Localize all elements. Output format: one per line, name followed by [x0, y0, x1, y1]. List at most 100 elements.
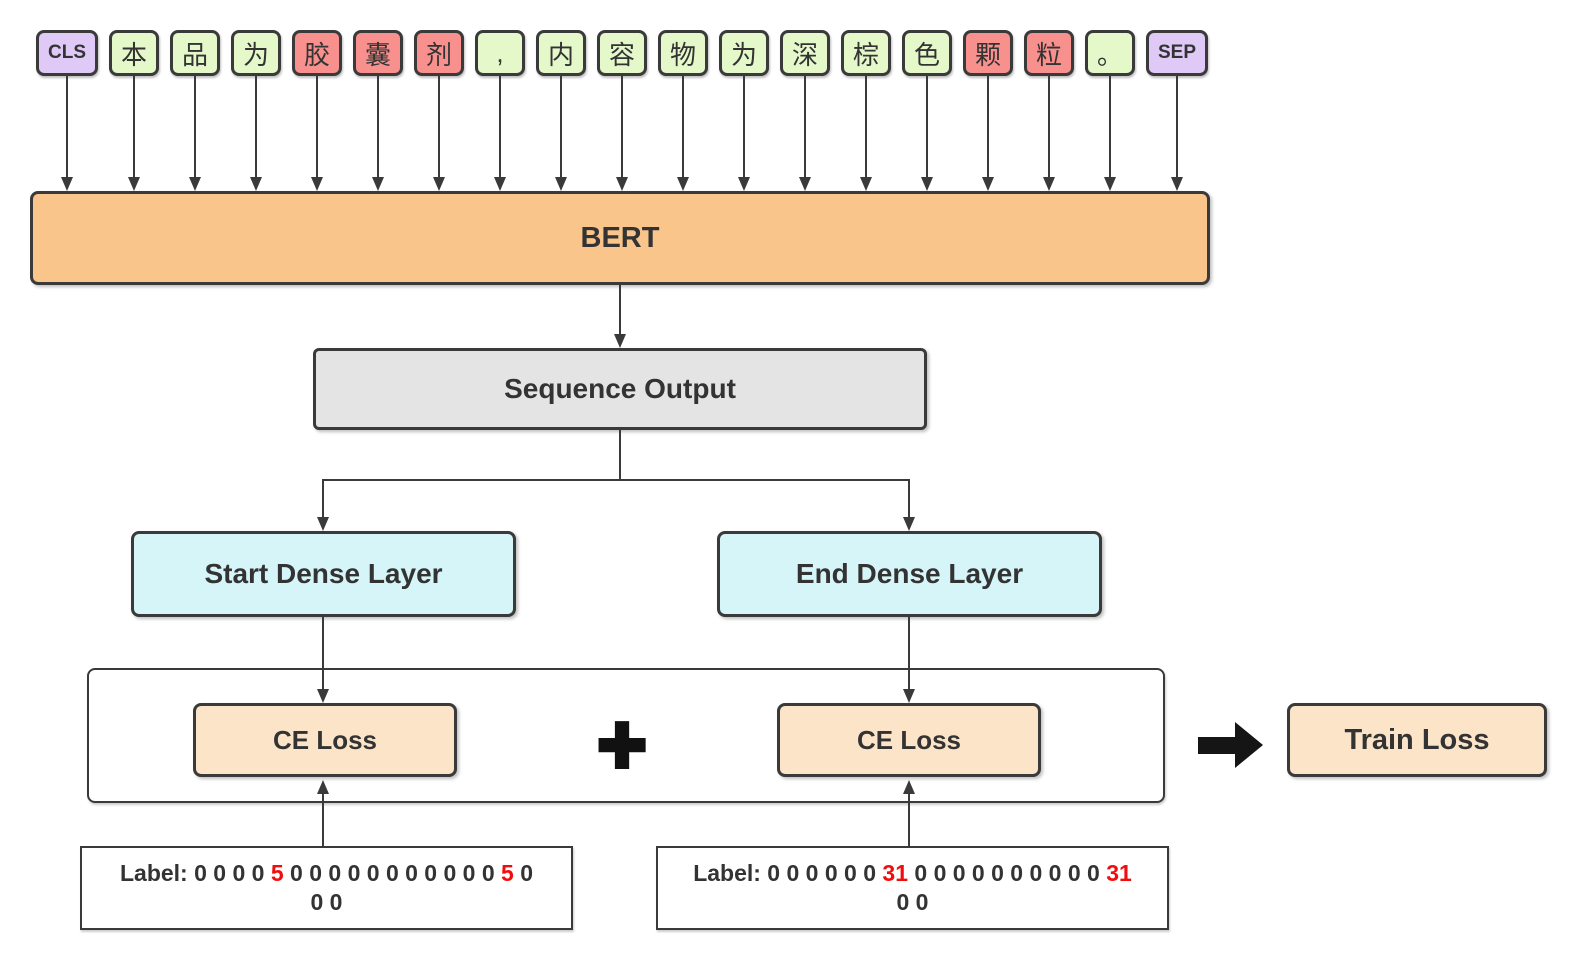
token-box: 深	[780, 30, 830, 76]
token-box: 色	[902, 30, 952, 76]
end-label-line2: 0 0	[896, 889, 929, 915]
token-cell-CLS: CLS	[36, 30, 98, 191]
token-arrow-line	[987, 76, 989, 177]
token-arrow-line	[743, 76, 745, 177]
split-drop-right-line	[908, 479, 910, 517]
token-box: CLS	[36, 30, 98, 76]
label-text: 0	[513, 860, 534, 887]
end-label-to-ce-line	[908, 794, 910, 846]
start-label-to-ce-arrowhead	[317, 780, 329, 794]
token-box: 品	[170, 30, 220, 76]
label-text: 0 0 0 0 0 0 0 0 0 0	[908, 860, 1107, 887]
token-arrowhead	[61, 177, 73, 191]
token-cell-深: 深	[780, 30, 830, 191]
token-box: 内	[536, 30, 586, 76]
token-cell-品: 品	[170, 30, 220, 191]
token-arrow-line	[865, 76, 867, 177]
end-label-box: Label: 0 0 0 0 0 0 31 0 0 0 0 0 0 0 0 0 …	[656, 846, 1169, 930]
token-box: 棕	[841, 30, 891, 76]
token-arrow-line	[560, 76, 562, 177]
start-dense-to-ce-arrowhead	[317, 689, 329, 703]
token-box: 本	[109, 30, 159, 76]
split-drop-left-arrowhead	[317, 517, 329, 531]
token-arrow-line	[682, 76, 684, 177]
token-arrowhead	[372, 177, 384, 191]
token-cell-剂: 剂	[414, 30, 464, 191]
label-highlight-value: 31	[1106, 860, 1132, 887]
token-arrowhead	[1171, 177, 1183, 191]
split-drop-left-line	[322, 479, 324, 517]
token-arrowhead	[738, 177, 750, 191]
token-arrow-line	[499, 76, 501, 177]
label-highlight-value: 5	[270, 860, 284, 887]
token-arrow-line	[194, 76, 196, 177]
end-label-line1: Label: 0 0 0 0 0 0 31 0 0 0 0 0 0 0 0 0 …	[693, 859, 1132, 888]
token-box: SEP	[1146, 30, 1208, 76]
token-cell-粒: 粒	[1024, 30, 1074, 191]
label-text: 0 0 0 0 0 0 0 0 0 0 0	[283, 860, 502, 887]
end-dense-to-ce-arrowhead	[903, 689, 915, 703]
bert-box: BERT	[30, 191, 1210, 285]
token-cell-为: 为	[719, 30, 769, 191]
label-highlight-value: 31	[882, 860, 908, 887]
sequence-split-bar	[322, 479, 910, 481]
end-dense-layer-box: End Dense Layer	[717, 531, 1102, 617]
token-arrow-line	[133, 76, 135, 177]
sequence-split-riser	[619, 430, 621, 480]
token-box: 物	[658, 30, 708, 76]
start-label-box: Label: 0 0 0 0 5 0 0 0 0 0 0 0 0 0 0 0 5…	[80, 846, 573, 930]
ce-loss-end-box: CE Loss	[777, 703, 1041, 777]
token-arrow-line	[1048, 76, 1050, 177]
token-arrowhead	[982, 177, 994, 191]
token-arrow-line	[438, 76, 440, 177]
token-box: 颗	[963, 30, 1013, 76]
token-cell-囊: 囊	[353, 30, 403, 191]
token-box: 粒	[1024, 30, 1074, 76]
token-arrow-line	[255, 76, 257, 177]
start-dense-to-ce-line	[322, 617, 324, 689]
train-loss-box: Train Loss	[1287, 703, 1547, 777]
token-box: 剂	[414, 30, 464, 76]
token-box: 容	[597, 30, 647, 76]
token-box: 为	[719, 30, 769, 76]
token-arrowhead	[433, 177, 445, 191]
label-text: Label: 0 0 0 0 0 0	[693, 860, 883, 887]
token-box: ,	[475, 30, 525, 76]
token-arrowhead	[128, 177, 140, 191]
start-dense-layer-box: Start Dense Layer	[131, 531, 516, 617]
token-cell-,: ,	[475, 30, 525, 191]
token-arrow-line	[926, 76, 928, 177]
token-arrow-line	[377, 76, 379, 177]
token-box: 胶	[292, 30, 342, 76]
token-arrowhead	[860, 177, 872, 191]
token-arrow-line	[621, 76, 623, 177]
token-cell-容: 容	[597, 30, 647, 191]
split-drop-right-arrowhead	[903, 517, 915, 531]
token-arrowhead	[616, 177, 628, 191]
token-cell-。: 。	[1085, 30, 1135, 191]
token-cell-颗: 颗	[963, 30, 1013, 191]
bert-to-sequence-arrowhead	[614, 334, 626, 348]
start-label-line2: 0 0	[310, 889, 343, 915]
token-arrowhead	[189, 177, 201, 191]
start-label-line1: Label: 0 0 0 0 5 0 0 0 0 0 0 0 0 0 0 0 5…	[120, 859, 533, 888]
token-cell-胶: 胶	[292, 30, 342, 191]
token-cell-棕: 棕	[841, 30, 891, 191]
token-box: 为	[231, 30, 281, 76]
token-arrow-line	[1176, 76, 1178, 177]
token-arrowhead	[677, 177, 689, 191]
plus-operator: +	[595, 694, 649, 793]
bert-to-sequence-line	[619, 285, 621, 334]
token-arrow-line	[66, 76, 68, 177]
token-cell-内: 内	[536, 30, 586, 191]
token-arrow-line	[804, 76, 806, 177]
token-cell-SEP: SEP	[1146, 30, 1208, 191]
token-box: 。	[1085, 30, 1135, 76]
token-arrowhead	[555, 177, 567, 191]
sum-to-train-arrow	[1198, 737, 1235, 754]
label-text: Label: 0 0 0 0	[119, 860, 271, 887]
token-arrow-line	[316, 76, 318, 177]
token-box: 囊	[353, 30, 403, 76]
